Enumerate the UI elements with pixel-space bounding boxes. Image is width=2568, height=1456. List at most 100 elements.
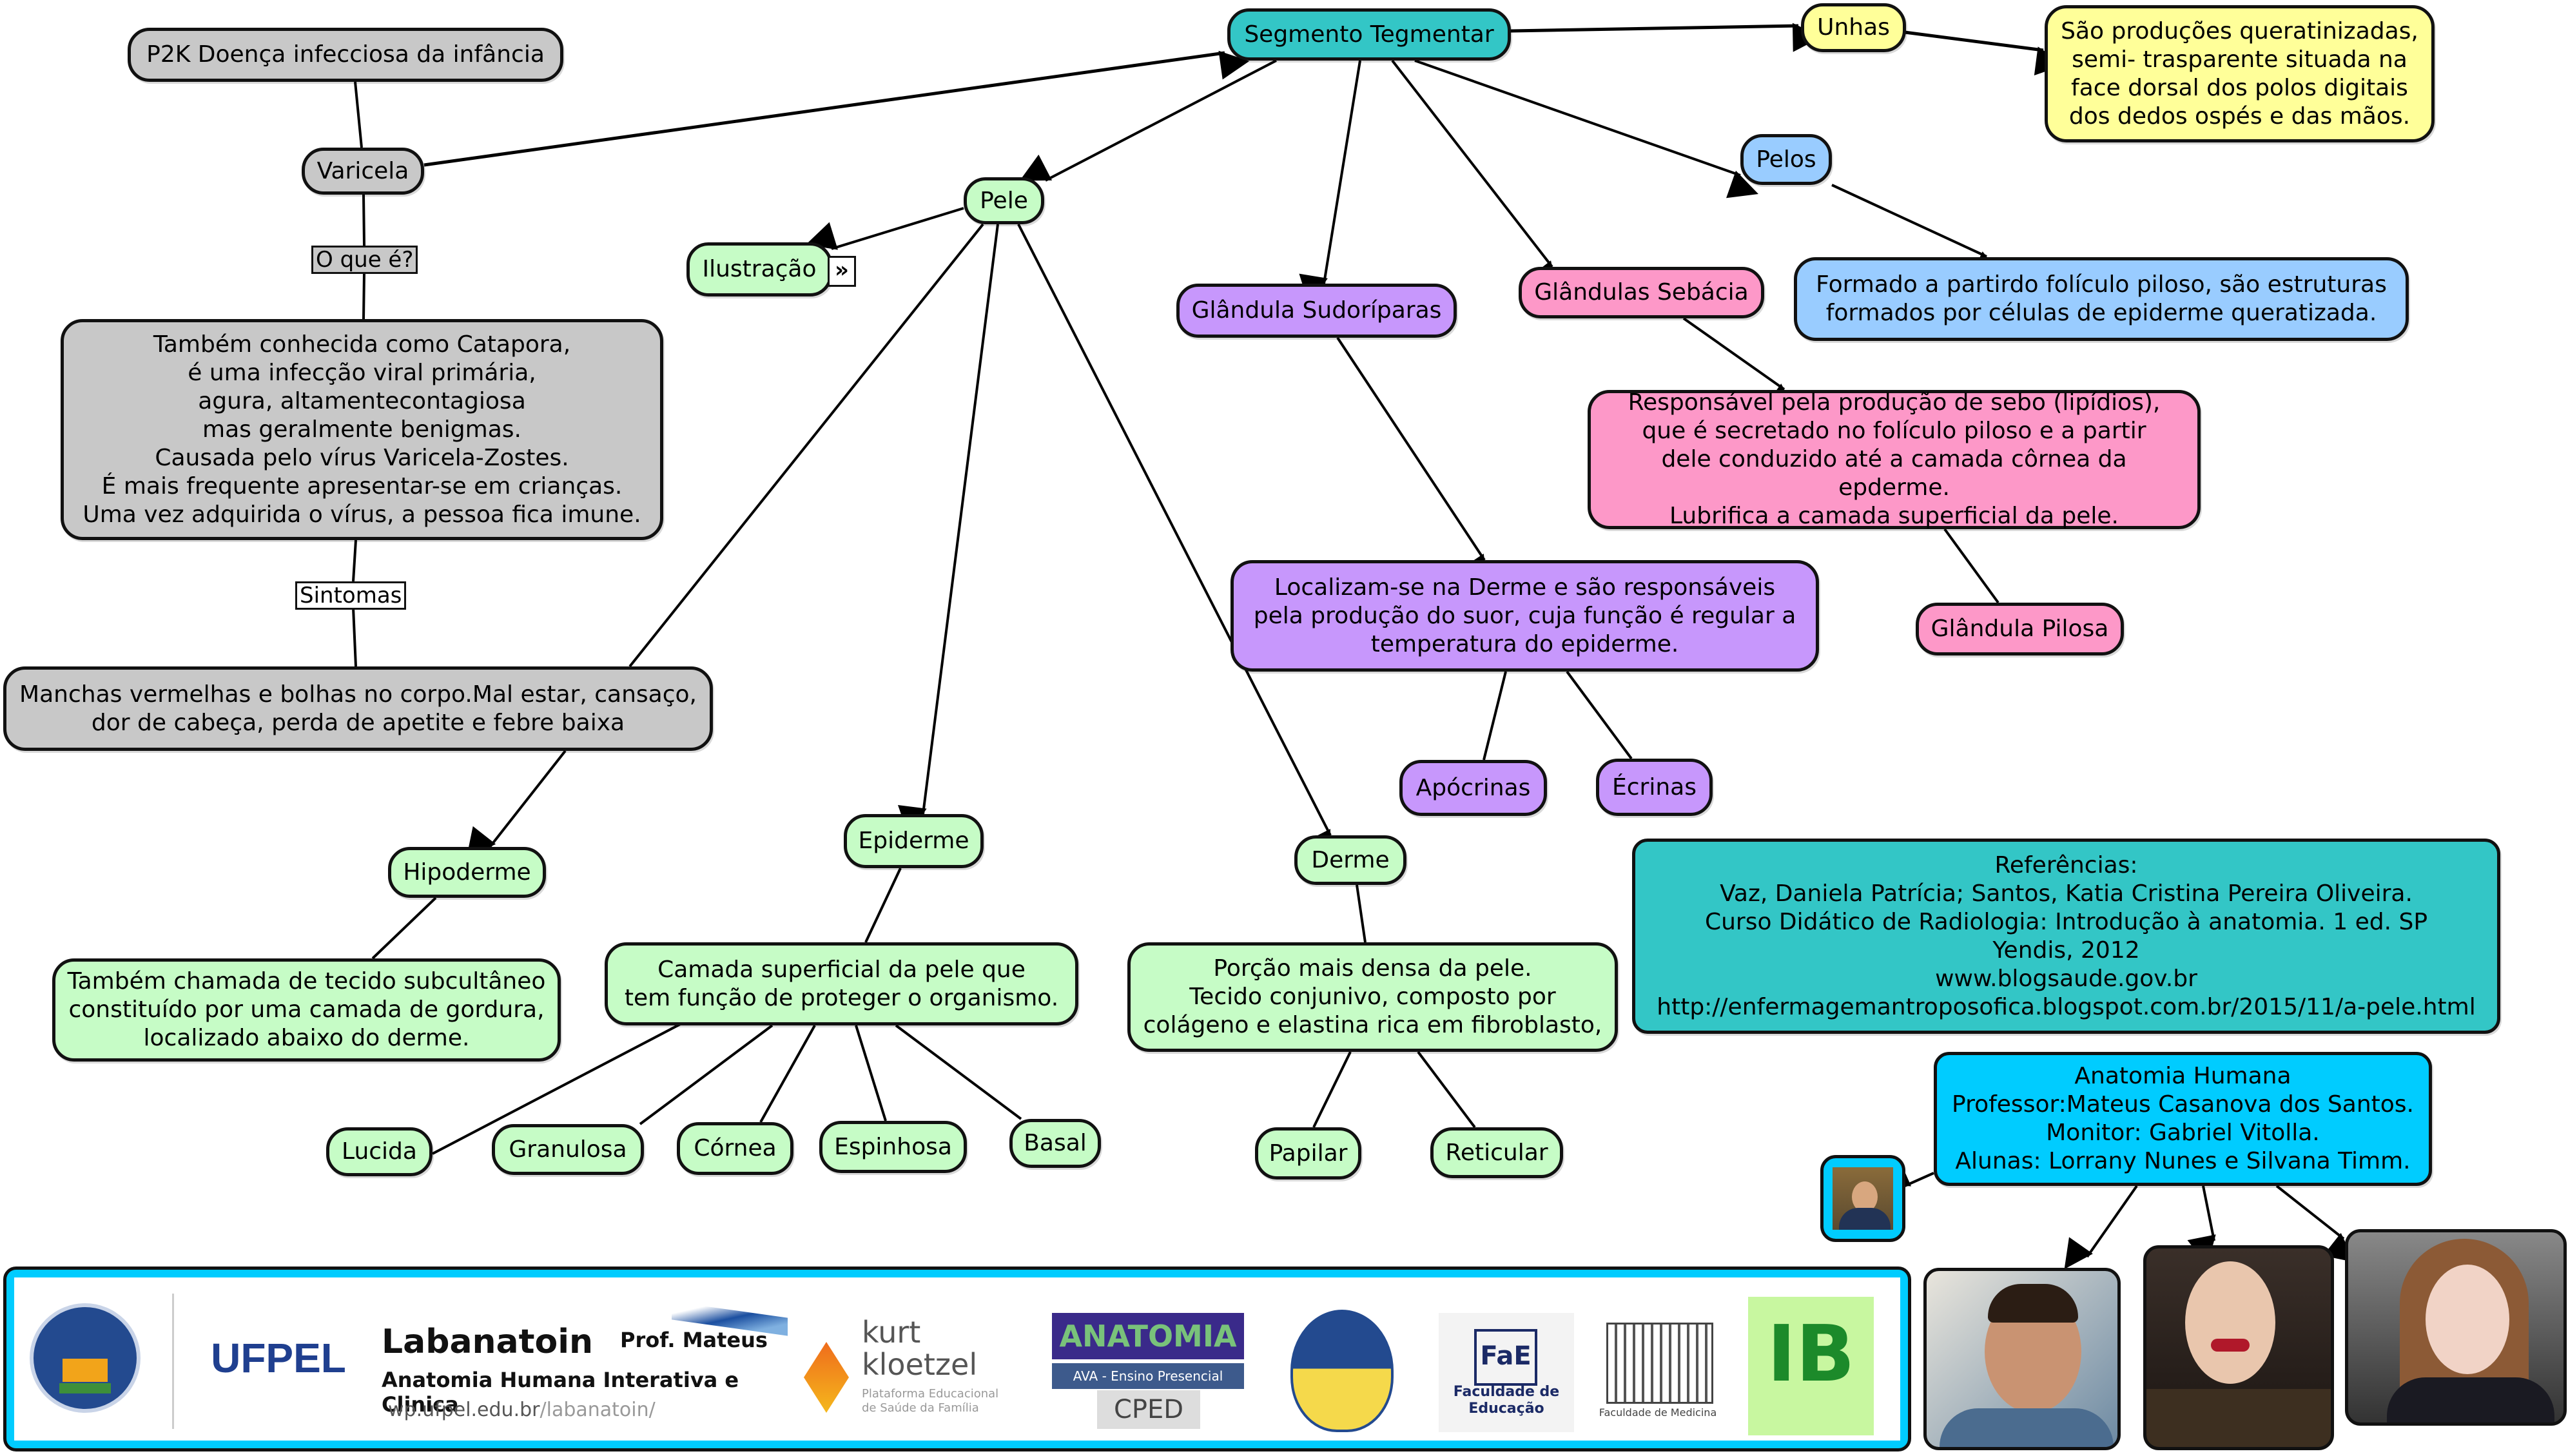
node-segmento-tegmentar[interactable]: Segmento Tegmentar (1227, 8, 1511, 61)
link-label-o-que-e: O que é? (311, 246, 418, 274)
node-unhas-desc[interactable]: São produções queratinizadas, semi- tras… (2045, 5, 2435, 142)
node-glandula-sudoriparas[interactable]: Glândula Sudoríparas (1176, 284, 1457, 338)
edge-anatomia-photo3 (2275, 1185, 2355, 1263)
node-anatomia-humana[interactable]: Anatomia Humana Professor:Mateus Casanov… (1934, 1052, 2432, 1186)
node-ilustracao[interactable]: Ilustração (686, 242, 832, 296)
edge-p2k-varicela (354, 81, 363, 148)
edge-unhas-desc (1904, 30, 2065, 75)
anatomia-logo-title: ANATOMIA (1052, 1313, 1244, 1359)
edge-epdesc-basal (895, 1024, 1022, 1120)
edge-epdesc-espinhosa (855, 1025, 887, 1121)
node-sudoriparas-desc[interactable]: Localizam-se na Derme e são responsáveis… (1230, 560, 1819, 672)
edge-segmento-sebacia (1391, 59, 1557, 293)
labanatoin-logo: Labanatoin Prof. Mateus Anatomia Humana … (382, 1301, 794, 1426)
node-catapora-desc[interactable]: Também conhecida como Catapora, é uma in… (61, 319, 663, 540)
photo-lorrany-face (2185, 1261, 2275, 1384)
node-pelos-desc[interactable]: Formado a partirdo folículo piloso, são … (1794, 257, 2409, 341)
node-referencias[interactable]: Referências: Vaz, Daniela Patrícia; Sant… (1632, 839, 2500, 1034)
edge-sebo-pilosa (1943, 528, 1999, 604)
edge-anatomia-photo1 (2064, 1185, 2138, 1270)
edge-epdesc-granulosa (639, 1024, 773, 1125)
node-pele[interactable]: Pele (964, 177, 1044, 224)
photo-student-lorrany[interactable] (2143, 1245, 2334, 1450)
edge-segmento-pelos (1414, 59, 1758, 199)
photo-monitor[interactable] (1923, 1268, 2121, 1450)
node-papilar[interactable]: Papilar (1255, 1127, 1361, 1179)
ufpel-seal-logo (30, 1303, 141, 1413)
cped-label: CPED (1097, 1390, 1200, 1429)
edge-epiderme-desc (864, 868, 902, 943)
edge-segmento-sudoriparas (1299, 60, 1361, 305)
edge-sudor-apocrinas (1483, 671, 1507, 761)
labanatoin-title: Labanatoin (382, 1323, 594, 1361)
anatomia-ava-logo: ANATOMIA AVA - Ensino Presencial CPED (1052, 1313, 1245, 1439)
edge-anatomia-photo2 (2187, 1185, 2216, 1266)
edge-sudor-ecrinas (1566, 670, 1633, 760)
node-epiderme-desc[interactable]: Camada superficial da pele que tem funçã… (605, 942, 1078, 1025)
node-hipoderme-desc[interactable]: Também chamada de tecido subcultâneo con… (52, 958, 561, 1062)
edge-segmento-unhas (1510, 23, 1822, 52)
edge-manchas-hipoderme (466, 750, 567, 859)
node-p2k[interactable]: P2K Doença infecciosa da infância (128, 28, 563, 82)
edge-pele-ilustracao (806, 207, 964, 250)
node-sintomas-desc[interactable]: Manchas vermelhas e bolhas no corpo.Mal … (3, 666, 713, 751)
photo-professor-image (1833, 1167, 1893, 1230)
edge-pele-derme (1017, 224, 1332, 862)
kurt-subtitle: Plataforma Educacional de Saúde da Famíl… (862, 1387, 999, 1415)
node-glandulas-sebacia[interactable]: Glândulas Sebácia (1519, 267, 1764, 318)
edge-catapora-sintomas (352, 539, 357, 582)
edge-sebacia-sebo (1682, 317, 1797, 413)
node-basal[interactable]: Basal (1009, 1119, 1101, 1168)
node-cornea[interactable]: Córnea (677, 1122, 793, 1175)
edge-pele-hipoderme (628, 223, 984, 668)
crest-logo (1290, 1310, 1394, 1432)
node-derme[interactable]: Derme (1294, 835, 1406, 885)
node-pelos[interactable]: Pelos (1740, 134, 1832, 185)
kurt-kloetzel-icon (804, 1342, 849, 1413)
node-ecrinas[interactable]: Écrinas (1596, 759, 1713, 816)
photo-professor[interactable] (1820, 1155, 1905, 1242)
medicina-label: Faculdade de Medicina (1599, 1406, 1717, 1419)
edge-sudoriparas-desc (1336, 336, 1488, 586)
photo-student-silvana[interactable] (2345, 1229, 2567, 1426)
edge-pele-epiderme (897, 224, 999, 836)
edge-sintomas-manchas (352, 607, 357, 667)
edge-anatomia-prof (1878, 1160, 1934, 1187)
node-lucida[interactable]: Lucida (326, 1127, 433, 1176)
url-path: /labanatoin/ (540, 1399, 656, 1421)
kurt-title: kurt kloetzel (862, 1315, 978, 1382)
ava-label: AVA - Ensino Presencial (1052, 1363, 1244, 1389)
node-varicela[interactable]: Varicela (302, 148, 424, 195)
fae-mark: FaE (1474, 1329, 1537, 1386)
labanatoin-url[interactable]: wp.ufpel.edu.br/labanatoin/ (388, 1399, 656, 1421)
ib-logo: IB (1748, 1297, 1874, 1435)
fae-label: Faculdade de Educação (1453, 1384, 1560, 1417)
edge-epdesc-cornea (759, 1025, 816, 1123)
link-label-sintomas: Sintomas (295, 581, 407, 610)
node-espinhosa[interactable]: Espinhosa (819, 1121, 967, 1173)
node-derme-desc[interactable]: Porção mais densa da pele. Tecido conjun… (1127, 942, 1618, 1052)
node-glandula-pilosa[interactable]: Glândula Pilosa (1916, 603, 2124, 655)
fae-logo: FaE Faculdade de Educação (1439, 1313, 1574, 1432)
ib-mark: IB (1767, 1310, 1855, 1399)
node-sebo-desc[interactable]: Responsável pela produção de sebo (lipíd… (1588, 389, 2201, 529)
photo-silvana-face (2426, 1265, 2509, 1374)
node-epiderme[interactable]: Epiderme (844, 814, 984, 868)
node-apocrinas[interactable]: Apócrinas (1399, 760, 1547, 816)
url-host: wp.ufpel.edu.br (388, 1399, 540, 1421)
labanatoin-prof: Prof. Mateus (620, 1328, 768, 1352)
edge-pelos-desc (1831, 184, 2003, 278)
edge-dermedesc-papilar (1312, 1051, 1352, 1128)
node-reticular[interactable]: Reticular (1430, 1127, 1563, 1178)
node-granulosa[interactable]: Granulosa (492, 1124, 644, 1175)
ufpel-logo: UFPEL (211, 1335, 346, 1381)
labanatoin-subtitle: Anatomia Humana Interativa e Clinica (382, 1368, 739, 1417)
kurt-kloetzel-logo: kurt kloetzel Plataforma Educacional de … (797, 1310, 1042, 1432)
edge-dermedesc-reticular (1417, 1051, 1476, 1129)
edge-hipoderme-desc (371, 897, 437, 960)
partner-logos-banner: UFPEL Labanatoin Prof. Mateus Anatomia H… (3, 1267, 1911, 1451)
node-hipoderme[interactable]: Hipoderme (388, 847, 546, 898)
resource-link-icon[interactable]: » (828, 256, 856, 287)
node-unhas[interactable]: Unhas (1801, 3, 1906, 52)
